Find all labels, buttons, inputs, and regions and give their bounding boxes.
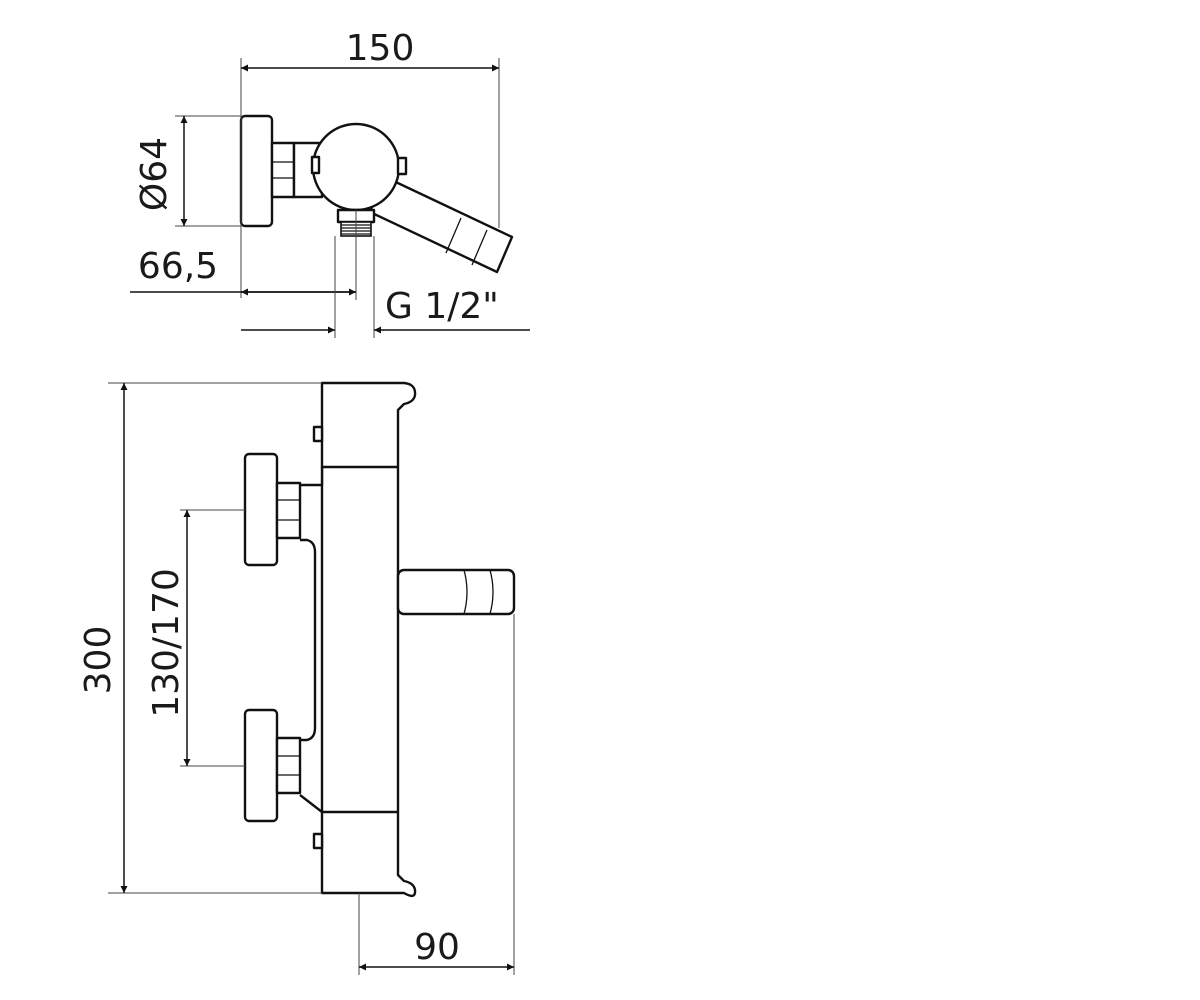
top-view: 150 Ø64 66,5 G 1/2"	[130, 28, 530, 338]
front-view-upper-inlet	[243, 452, 302, 567]
dimension-label-thread: G 1/2"	[385, 286, 499, 327]
front-view-lower-inlet	[243, 708, 302, 823]
dimension-overall-width: 150	[240, 28, 500, 298]
dimension-label-outlet-offset: 66,5	[138, 246, 218, 287]
dimension-handle-diameter: Ø64	[134, 115, 241, 227]
dimension-inlet-centers: 130/170	[146, 509, 245, 767]
front-view-inlet-bar	[299, 467, 324, 813]
dimension-label-overall-height: 300	[78, 626, 119, 695]
front-view: 300 130/170 90	[78, 381, 516, 975]
dimension-label-projection: 90	[414, 927, 460, 968]
dimension-projection: 90	[358, 614, 515, 975]
dimension-overall-height: 300	[78, 382, 322, 894]
top-view-wall-flange	[239, 114, 274, 228]
dimension-outlet-offset: 66,5	[130, 210, 357, 300]
dimension-thread: G 1/2"	[241, 236, 530, 338]
front-view-spout	[396, 568, 516, 616]
dimension-label-overall-width: 150	[346, 28, 415, 69]
dimension-label-inlet-centers: 130/170	[146, 568, 187, 718]
top-view-body	[311, 122, 401, 212]
front-view-body	[312, 381, 417, 898]
dimension-label-handle-diameter: Ø64	[134, 137, 175, 211]
